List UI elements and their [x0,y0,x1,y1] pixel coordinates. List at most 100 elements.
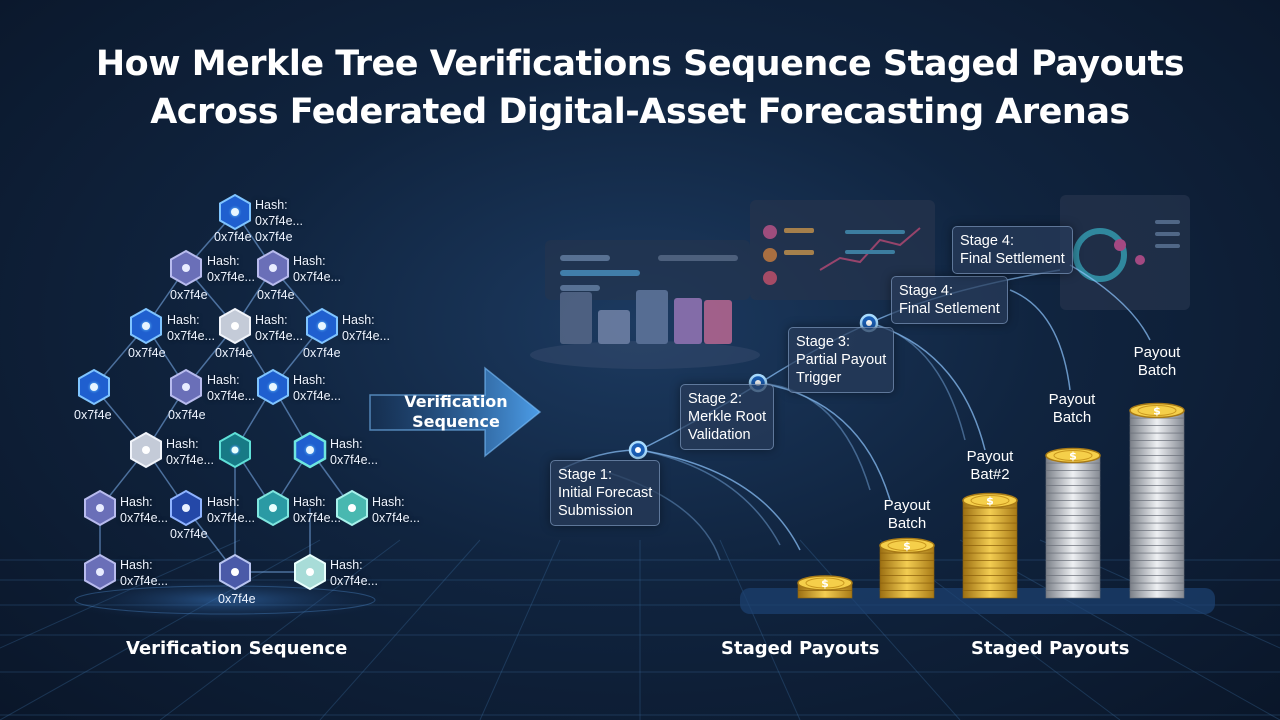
coin-stack: $ [1129,402,1185,599]
hash-label: Hash:0x7f4e... [255,312,303,344]
coin-emblem [1137,405,1177,416]
coin [1129,507,1185,516]
stage-1-title: Stage 1: [558,467,613,483]
tree-node [84,553,116,591]
stage-4b-title: Stage 4: [960,233,1015,249]
hash-label: Hash: 0x7f4e... [293,372,341,404]
hash-label: Hash:0x7f4e... [342,312,390,344]
short-hash-label: 0x7f4e [303,346,341,360]
coin-stack: $ [962,492,1018,599]
batch-3-line-1: Payout [1048,391,1096,408]
dollar-icon: $ [1069,450,1077,463]
batch-2-line-1: Payout [966,448,1014,465]
stage-4a-line-2: Final Setlement [899,301,1000,317]
page-title: How Merkle Tree Verifications Sequence S… [0,40,1280,136]
coin [962,530,1018,539]
tree-node [293,431,327,469]
stage-2-line-2: Merkle Root [688,409,767,425]
coin [1129,485,1185,494]
hash-label-value: 0x7f4e... [166,453,214,467]
short-hash-label: 0x7f4e [218,592,256,606]
title-line-1: How Merkle Tree Verifications Sequence S… [95,44,1185,84]
payout-batch-label-4: Payout Batch [1112,344,1202,380]
coin [1129,470,1185,479]
payout-batch-label-2: Payout Bat#2 [945,448,1035,484]
short-hash-label: 0x7f4e [74,408,112,422]
hash-label-key: Hash: [372,495,405,509]
coin-emblem [805,577,845,589]
coin [1129,440,1185,449]
tree-node [219,431,251,469]
batch-2-line-2: Bat#2 [970,466,1010,483]
hash-label: Hash:0x7f4e... [166,436,214,468]
hash-label: Hash: 0x7f4e... [255,197,303,229]
tree-node [170,489,202,527]
stage-1-line-2: Initial Forecast [558,485,653,501]
tree-nodes [78,193,368,591]
hash-label-value: 0x7f4e... [293,511,341,525]
stage-2-title: Stage 2: [688,391,743,407]
coin [1045,500,1101,509]
short-hash-label: 0x7f4e [214,230,252,244]
coin [879,560,935,569]
hash-label-key: Hash: [330,558,363,572]
coin [879,567,935,576]
hash-label: Hash:0x7f4e... [207,253,255,285]
tree-node [130,307,162,345]
payout-batch-label-1: Payout Batch [862,497,952,533]
verification-arrow [369,366,542,458]
hash-label-key: Hash: [293,254,326,268]
stage-3-line-2: Partial Payout [796,352,887,368]
short-hash-label: 0x7f4e [257,288,295,302]
coin [1129,500,1185,509]
dollar-icon: $ [903,540,911,553]
coin [1045,485,1101,494]
hash-label-value: 0x7f4e... [255,214,303,228]
coin [1129,515,1185,524]
title-line-2: Across Federated Digital-Asset Forecasti… [150,92,1130,132]
coin [1129,545,1185,554]
coin [962,582,1018,591]
coin [1129,417,1185,426]
hash-label-value: 0x7f4e... [120,511,168,525]
tree-node [170,368,202,406]
coin [1129,455,1185,464]
coin-emblem [887,540,927,551]
coin [1129,537,1185,546]
hash-label-key: Hash: [207,495,240,509]
coin [1045,507,1101,516]
stage-1-box: Stage 1: Initial Forecast Submission [550,460,661,526]
coin [1129,477,1185,486]
short-hash-label: 0x7f4e [128,346,166,360]
batch-3-line-2: Batch [1052,409,1092,426]
hash-label-value: 0x7f4e... [293,389,341,403]
hash-label: Hash:0x7f4e... [120,494,168,526]
hash-label-key: Hash: [255,198,288,212]
short-hash-label: 0x7f4e [168,408,206,422]
hash-label-key: Hash: [293,373,326,387]
stage-3-title: Stage 3: [796,334,851,350]
dollar-icon: $ [821,577,829,590]
coin [1129,582,1185,591]
coin [1129,590,1185,599]
hash-label-value: 0x7f4e... [207,270,255,284]
hash-label: Hash:0x7f4e... [372,494,420,526]
coin [962,515,1018,524]
stage-3-line-3: Trigger [796,370,842,386]
hash-label-value: 0x7f4e... [342,329,390,343]
hash-label-value: 0x7f4e... [207,511,255,525]
batch-1-line-1: Payout [883,497,931,514]
coin [1045,530,1101,539]
arrow-label: Verification Sequence [396,392,516,432]
coin [1129,560,1185,569]
coin [1045,545,1101,554]
server-panel [530,240,760,369]
bottom-label-verification: Verification Sequence [126,638,348,659]
hash-label-key: Hash: [293,495,326,509]
coin [1129,425,1185,434]
hash-label-value: 0x7f4e... [293,270,341,284]
coin [1129,530,1185,539]
coin [879,575,935,584]
stage-4b-line-2: Final Settlement [960,251,1065,267]
